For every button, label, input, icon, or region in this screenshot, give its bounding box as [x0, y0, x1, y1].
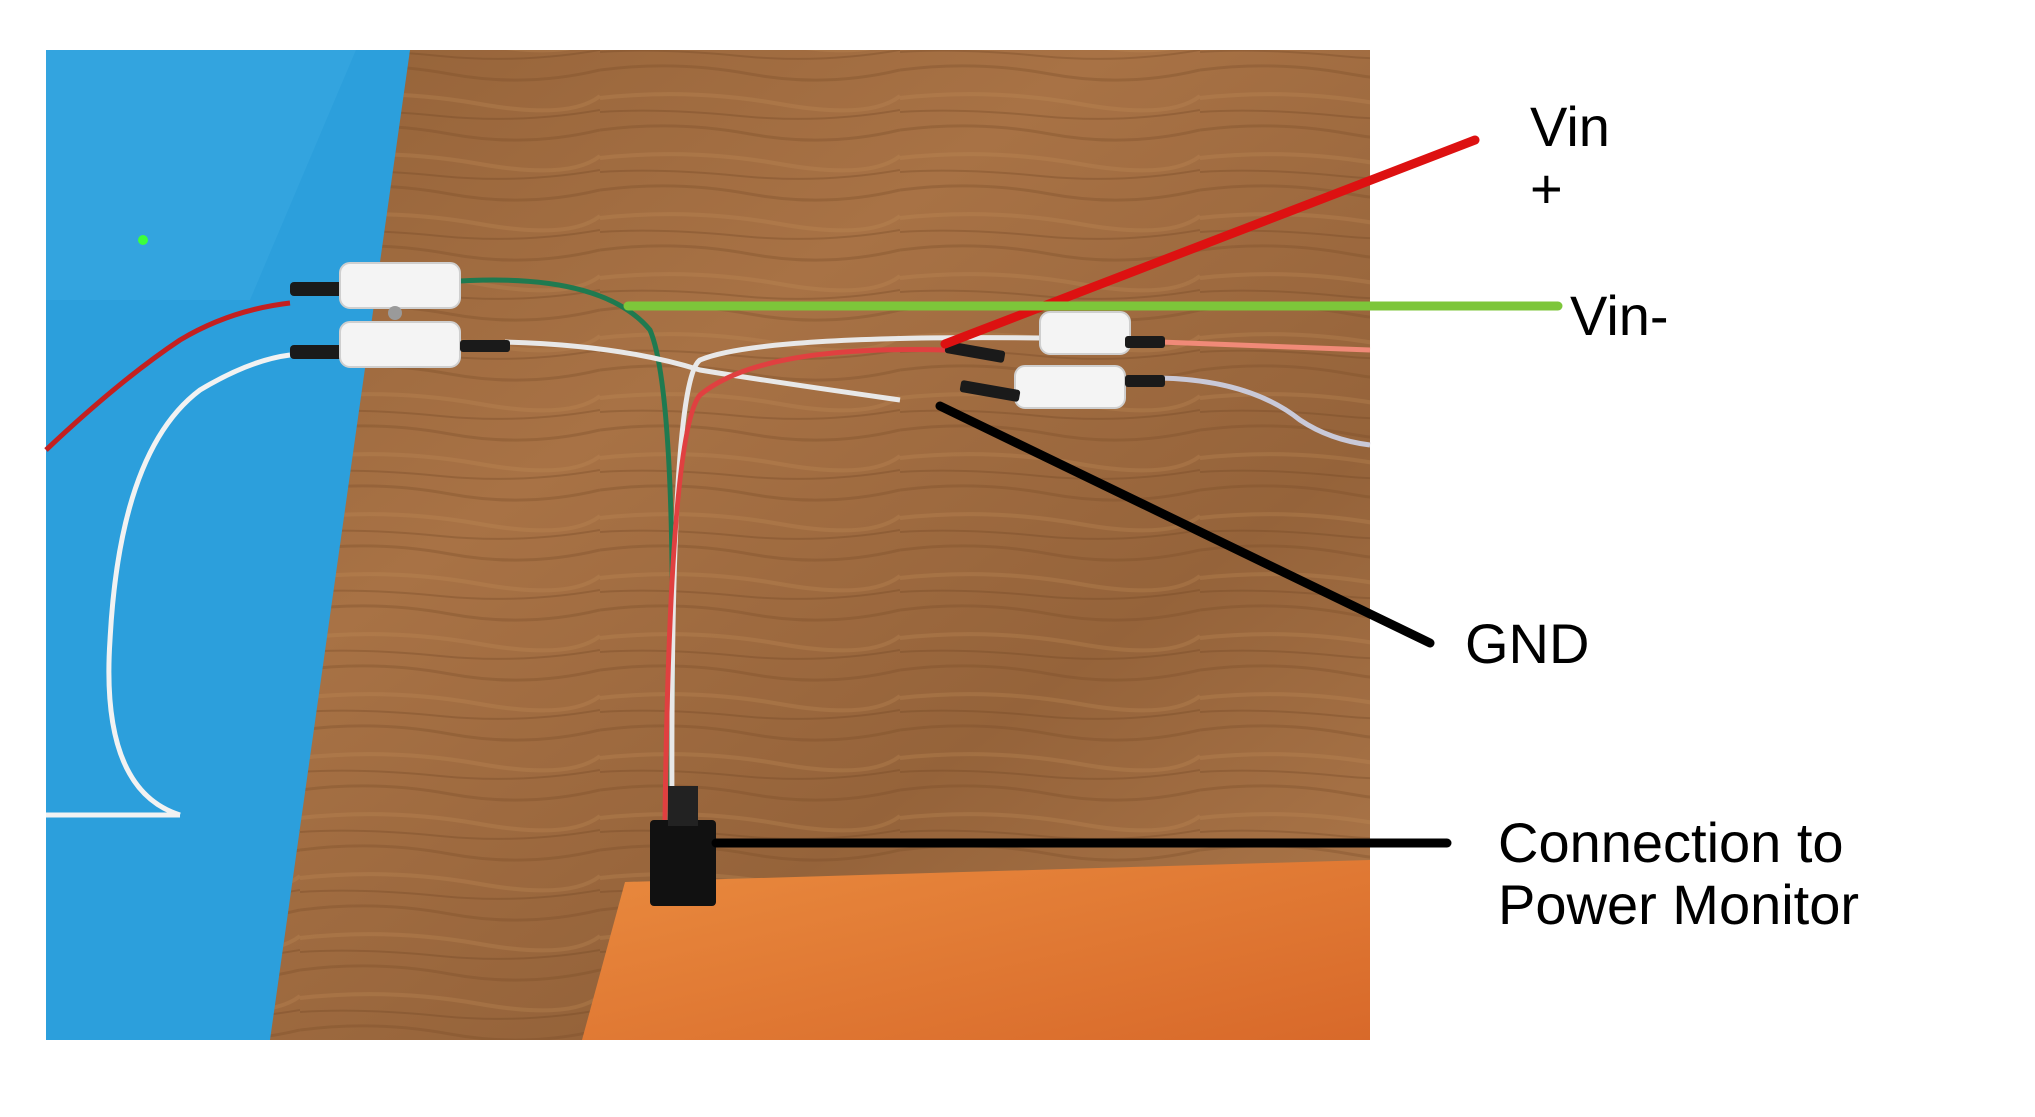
vin-plus-label: Vin +: [1530, 96, 1610, 220]
connection-label: Connection to Power Monitor: [1498, 812, 1859, 936]
wire-white-middle: [504, 339, 901, 403]
jst-connector-top: [668, 786, 698, 826]
wire-white-left: [106, 352, 291, 818]
jst-connector: [650, 820, 716, 906]
connection-label-line-2: Power Monitor: [1498, 873, 1860, 936]
lever-connector-right: [944, 311, 1165, 409]
photo: [44, 50, 1371, 1040]
gnd-label-line-1: GND: [1465, 612, 1590, 675]
status-led: [138, 235, 148, 245]
wire-red-down: [662, 347, 946, 821]
gnd-label: GND: [1465, 613, 1589, 675]
vin-plus-label-line-1: Vin: [1530, 95, 1610, 158]
wire-pink-right: [1159, 339, 1371, 353]
blue-mat-highlight: [46, 50, 356, 300]
lever-connector-left: [290, 262, 510, 368]
power-monitor-case: [582, 860, 1370, 1040]
gnd-pointer-line: [935, 401, 1435, 648]
vin-minus-label: Vin-: [1570, 285, 1669, 347]
vin-plus-label-line-2: +: [1530, 157, 1563, 220]
vin-minus-label-line-1: Vin-: [1570, 284, 1669, 347]
wire-grey-right: [1159, 375, 1371, 448]
connection-label-line-1: Connection to: [1498, 811, 1844, 874]
wire-red-left: [44, 300, 291, 452]
